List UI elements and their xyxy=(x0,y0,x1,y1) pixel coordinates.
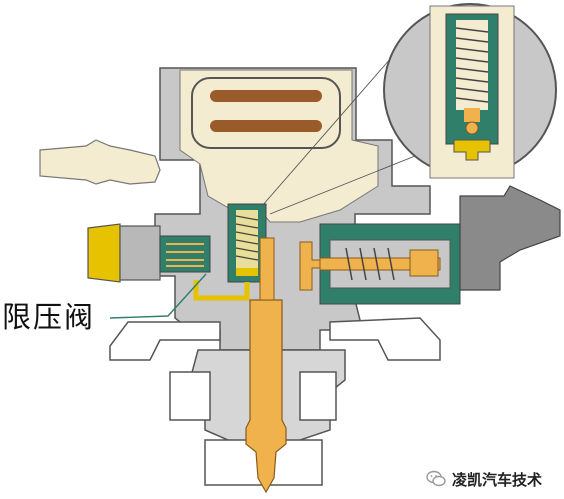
watermark-text: 凌凯汽车技术 xyxy=(452,470,543,489)
pump-plunger xyxy=(245,237,287,494)
outlet-valve xyxy=(299,223,461,305)
magnifier-leader-lines xyxy=(261,49,431,215)
damper-coils xyxy=(210,90,322,132)
fuel-inlet-pipe xyxy=(39,139,161,185)
inlet-valve xyxy=(87,223,211,283)
wechat-icon xyxy=(426,470,446,487)
watermark: 凌凯汽车技术 xyxy=(426,468,542,490)
return-fuel-line xyxy=(193,280,250,301)
magnified-detail xyxy=(383,3,557,179)
pressure-limiting-valve-label: 限压阀 xyxy=(2,300,96,334)
high-pressure-outlet xyxy=(459,185,561,291)
callout-pointer xyxy=(109,273,207,319)
